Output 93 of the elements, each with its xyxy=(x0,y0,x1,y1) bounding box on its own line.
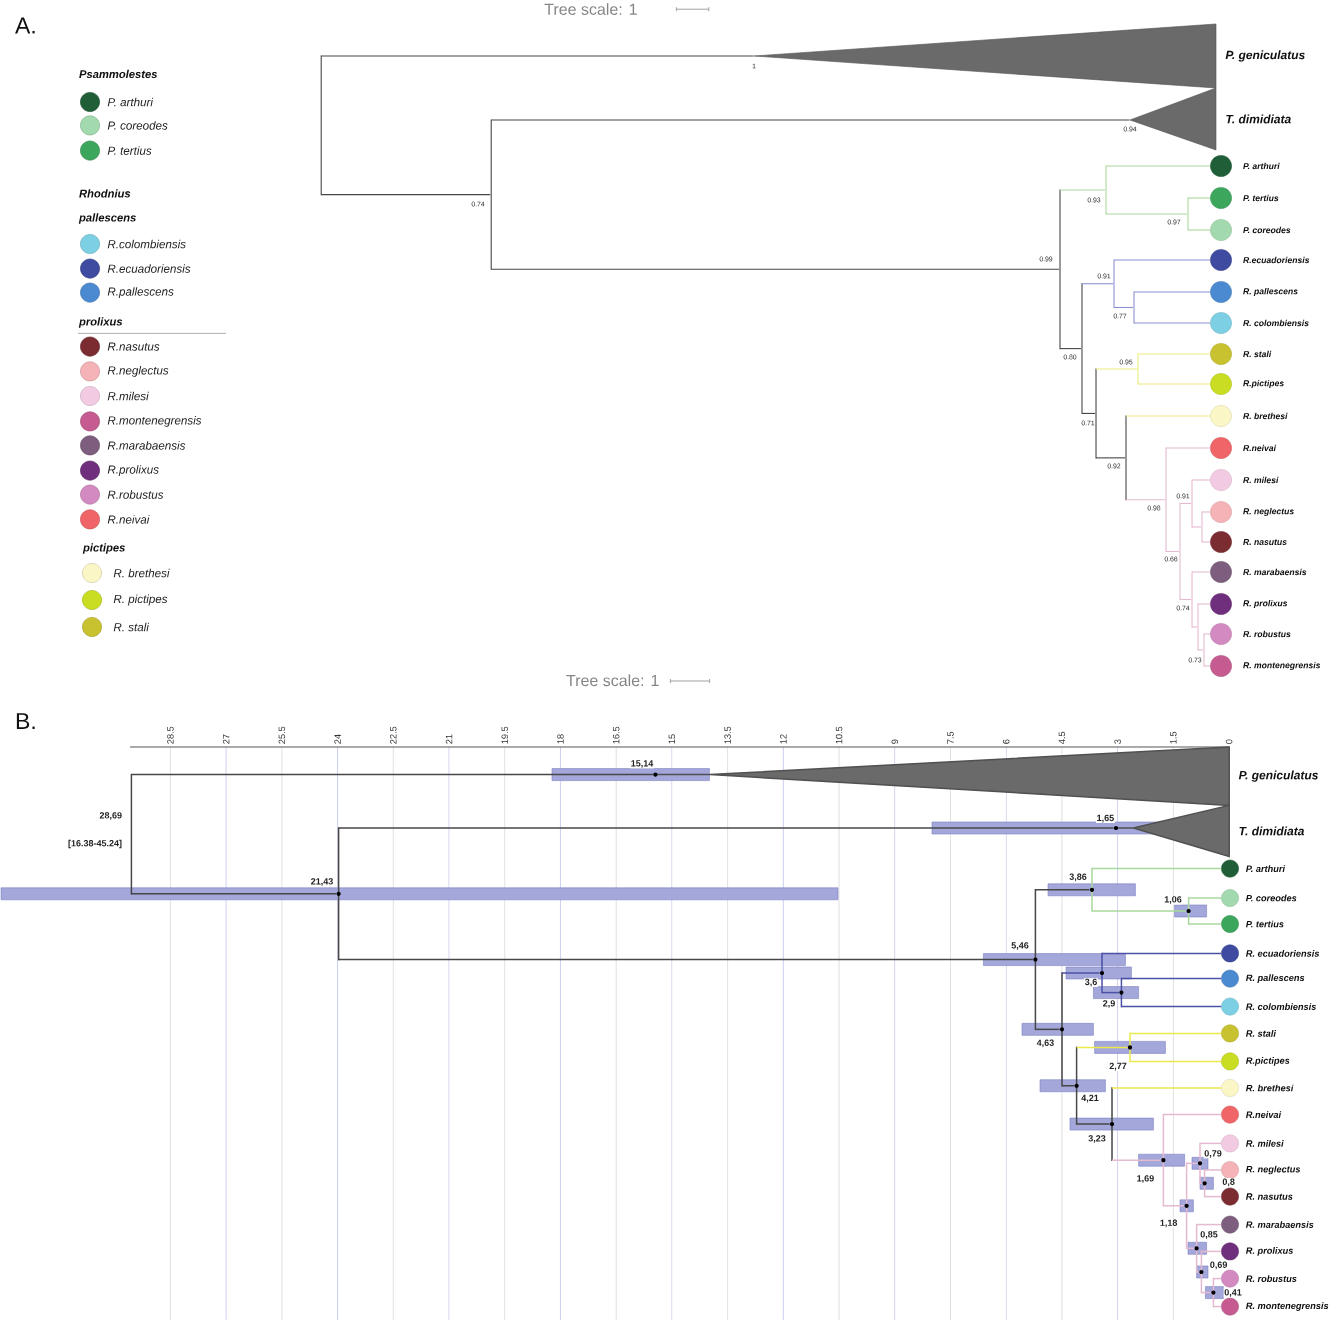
branch-line xyxy=(1120,1005,1222,1008)
node-line xyxy=(1191,571,1193,628)
node-line xyxy=(1059,189,1061,350)
branch-line xyxy=(1179,598,1192,601)
node-line xyxy=(1113,259,1115,309)
scale-label: Tree scale: 1 xyxy=(566,674,659,687)
branch-line xyxy=(1197,649,1204,651)
branch-line xyxy=(1179,502,1192,505)
panel-letter: A. xyxy=(15,17,35,34)
node-line xyxy=(1095,368,1097,459)
branch-line xyxy=(337,827,1115,829)
branch-line xyxy=(490,119,1131,121)
branch-line xyxy=(1061,1085,1075,1087)
node-line xyxy=(1201,511,1203,543)
branch-line xyxy=(1125,415,1211,417)
branch-line xyxy=(1137,383,1211,385)
branch-line xyxy=(1187,897,1222,899)
branch-line xyxy=(1187,229,1211,231)
node-line xyxy=(1197,603,1199,651)
branch-line xyxy=(1101,952,1222,955)
branch-line xyxy=(1105,213,1188,215)
scale-label: Tree scale: 1 xyxy=(544,3,637,15)
node-line xyxy=(1081,283,1083,414)
branch-line xyxy=(1201,541,1211,543)
branch-line xyxy=(1113,259,1211,261)
branch-line xyxy=(320,55,755,57)
branch-line xyxy=(1111,1159,1162,1161)
branch-line xyxy=(1095,368,1138,370)
node-line xyxy=(1203,633,1205,667)
branch-line xyxy=(1111,1087,1222,1089)
branch-line xyxy=(1034,1028,1061,1031)
node-line xyxy=(1191,479,1193,528)
branch-line xyxy=(1091,910,1187,912)
node-line xyxy=(490,119,492,270)
branch-line xyxy=(1200,1250,1222,1253)
branch-line xyxy=(1203,1169,1222,1171)
node-line xyxy=(1137,353,1139,385)
branch-line xyxy=(1059,189,1106,191)
branch-line xyxy=(1195,1223,1222,1226)
branch-line xyxy=(1203,633,1211,635)
branch-line xyxy=(1197,603,1211,605)
branch-line xyxy=(1101,991,1120,994)
node-line xyxy=(1187,197,1189,231)
branch-line xyxy=(1185,1247,1195,1250)
branch-line xyxy=(1061,972,1101,974)
branch-line xyxy=(1212,1305,1222,1308)
branch-line xyxy=(1133,322,1211,324)
branch-line xyxy=(1187,197,1211,199)
branch-line xyxy=(1187,923,1222,925)
node-line xyxy=(130,773,133,895)
branch-line xyxy=(1137,353,1211,355)
branch-line xyxy=(1162,1205,1185,1207)
node-line xyxy=(1165,447,1167,553)
branch-line xyxy=(1075,1046,1129,1049)
branch-line xyxy=(337,958,1034,961)
branch-line xyxy=(1203,665,1211,667)
branch-line xyxy=(1185,1162,1199,1165)
branch-line xyxy=(1165,550,1180,553)
branch-line xyxy=(1133,291,1211,293)
branch-line xyxy=(1191,626,1198,628)
node-line xyxy=(1133,291,1135,324)
panel-letter: B. xyxy=(16,713,35,729)
branch-line xyxy=(1201,511,1211,513)
node-line xyxy=(320,55,322,196)
branch-line xyxy=(1059,348,1082,350)
branch-line xyxy=(1095,457,1126,459)
branch-line xyxy=(1203,1195,1222,1198)
branch-line xyxy=(1212,1277,1222,1280)
branch-line xyxy=(1162,1113,1222,1116)
branch-line xyxy=(1191,571,1211,573)
branch-line xyxy=(1081,283,1114,285)
branch-line xyxy=(1091,867,1222,870)
branch-line xyxy=(1081,412,1096,414)
branch-line xyxy=(1075,1123,1111,1125)
branch-line xyxy=(130,893,337,895)
branch-line xyxy=(1105,165,1211,167)
branch-line xyxy=(1129,1032,1222,1035)
branch-line xyxy=(490,268,1060,270)
branch-line xyxy=(1200,1291,1212,1294)
branch-line xyxy=(1191,526,1202,528)
branch-line xyxy=(1113,306,1134,309)
node-line xyxy=(1179,502,1181,601)
node-line xyxy=(1125,415,1127,501)
branch-line xyxy=(1120,977,1222,980)
branch-line xyxy=(1191,479,1211,481)
branch-line xyxy=(130,773,654,776)
branch-line xyxy=(1165,447,1211,449)
branch-line xyxy=(1199,1142,1222,1145)
branch-line xyxy=(320,194,491,196)
branch-line xyxy=(1129,1060,1222,1063)
node-line xyxy=(1105,165,1107,215)
branch-line xyxy=(1034,889,1091,891)
branch-line xyxy=(1125,499,1166,501)
